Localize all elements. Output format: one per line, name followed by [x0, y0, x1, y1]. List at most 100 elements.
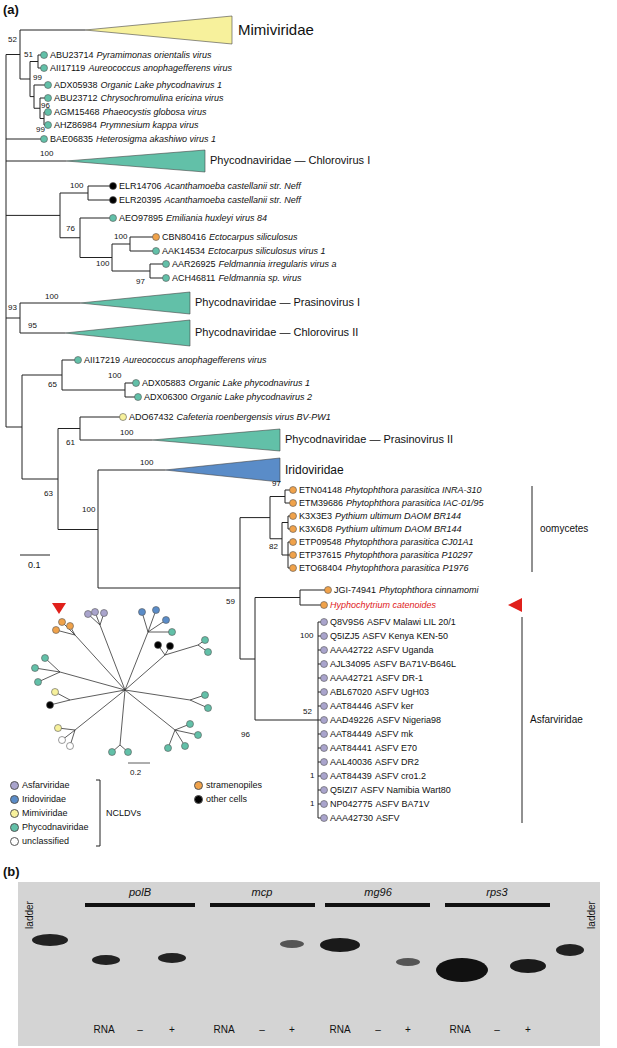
bootstrap-value: 97 — [136, 277, 145, 287]
legend-text: other cells — [206, 794, 247, 805]
accession-id: AHZ86984 — [54, 120, 97, 131]
leaf-dot — [47, 702, 54, 709]
leaf-dot — [120, 414, 127, 421]
leaf-dot — [321, 787, 328, 794]
leaf-dot — [321, 675, 328, 682]
clade-label: Phycodnaviridae — Chlorovirus I — [210, 154, 370, 167]
gel-band — [396, 958, 420, 966]
leaf-dot — [321, 801, 328, 808]
accession-id: ETP09548 — [299, 537, 342, 548]
species-name: Phytophthora parasitica IAC-01/95 — [346, 498, 484, 509]
leaf-dot — [163, 617, 170, 624]
accession-id: ADX06300 — [144, 392, 188, 403]
species-name: Phytophthora parasitica P10297 — [345, 550, 473, 561]
gel-image — [18, 882, 600, 1046]
leaf-dot — [32, 665, 39, 672]
gel-band — [32, 934, 68, 946]
leaf-dot — [321, 717, 328, 724]
strain-name: ASFV Namibia Wart80 — [361, 785, 451, 796]
leaf-dot — [290, 513, 297, 520]
accession-id: AEO97895 — [119, 213, 163, 224]
leaf-dot — [85, 611, 92, 618]
accession-id: ELR20395 — [119, 195, 162, 206]
lane-label: – — [137, 1024, 143, 1036]
leaf-dot — [187, 721, 194, 728]
species-name: Pythium ultimum DAOM BR144 — [335, 511, 461, 522]
leaf-dot — [133, 380, 140, 387]
bootstrap-value: 100 — [96, 259, 109, 269]
bootstrap-value: 51 — [24, 50, 33, 60]
leaf-dot — [290, 565, 297, 572]
accession-id: Q5IZI7 — [330, 785, 358, 796]
bootstrap-value: 100 — [108, 371, 121, 381]
accession-id: AAT84439 — [330, 771, 372, 782]
bootstrap-value: 97 — [272, 479, 281, 489]
leaf-dot — [202, 692, 209, 699]
gel-band — [320, 938, 360, 952]
leaf-dot — [321, 731, 328, 738]
clade-label: Phycodnaviridae — Prasinovirus II — [285, 433, 453, 446]
panel-letter: (a) — [3, 2, 19, 18]
accession-id: AAL40036 — [330, 757, 372, 768]
legend-swatch — [10, 837, 19, 846]
lane-label: RNA — [329, 1024, 350, 1036]
lane-label: + — [169, 1024, 175, 1036]
lane-bar — [85, 903, 195, 907]
highlighted-species: Hyphochytrium catenoides — [330, 600, 436, 611]
species-name: Ectocarpus siliculosus — [209, 232, 298, 243]
leaf-dot — [110, 215, 117, 222]
accession-id: ADX05938 — [54, 80, 98, 91]
leaf-dot — [321, 745, 328, 752]
gene-name: mg96 — [364, 886, 392, 899]
bootstrap-value: 52 — [303, 707, 312, 717]
accession-id: ADO67432 — [129, 412, 174, 423]
accession-id: ABU23712 — [54, 93, 98, 104]
collapsed-clade — [65, 320, 190, 346]
accession-id: K3X6D8 — [299, 524, 333, 535]
species-name: Aureococcus anophagefferens virus — [123, 355, 267, 366]
leaf-dot — [45, 122, 52, 129]
gene-name: mcp — [252, 886, 273, 899]
leaf-dot — [153, 248, 160, 255]
lane-label: – — [494, 1024, 500, 1036]
strain-name: ASFV Kenya KEN-50 — [363, 631, 449, 642]
leaf-dot — [109, 749, 116, 756]
accession-id: JGI-74941 — [334, 585, 376, 596]
strain-name: ASFV — [376, 813, 400, 824]
legend-text: stramenopiles — [206, 780, 262, 791]
leaf-dot — [325, 587, 332, 594]
accession-id: AAD49226 — [330, 715, 374, 726]
strain-name: ASFV Uganda — [376, 645, 434, 656]
species-name: Pythium ultimum DAOM BR144 — [336, 524, 462, 535]
lane-label: – — [375, 1024, 381, 1036]
leaf-dot — [321, 647, 328, 654]
lane-bar — [210, 903, 315, 907]
bootstrap-value: 100 — [40, 149, 53, 159]
lane-label: RNA — [93, 1024, 114, 1036]
bootstrap-value: 96 — [41, 101, 50, 111]
species-name: Acanthamoeba castellanii str. Neff — [165, 181, 301, 192]
lane-label: + — [289, 1024, 295, 1036]
bootstrap-value: 99 — [33, 73, 42, 83]
leaf-dot — [321, 773, 328, 780]
group-label: NCLDVs — [106, 808, 141, 819]
leaf-dot — [153, 607, 160, 614]
leaf-dot — [167, 643, 174, 650]
gel-band — [436, 958, 488, 982]
panel-letter: (b) — [3, 864, 20, 880]
accession-id: ADX05883 — [142, 378, 186, 389]
accession-id: ETO68404 — [299, 563, 342, 574]
accession-id: Q8V9S6 — [330, 617, 364, 628]
species-name: Phytophthora parasitica INRA-310 — [345, 485, 482, 496]
leaf-dot — [139, 609, 146, 616]
legend-swatch — [194, 781, 203, 790]
species-name: Feldmannia sp. virus — [218, 273, 301, 284]
unrooted-tree — [35, 610, 208, 763]
accession-id: ETM39686 — [299, 498, 343, 509]
leaf-dot — [41, 65, 48, 72]
leaf-dot — [290, 539, 297, 546]
legend-text: Mimiviridae — [22, 808, 68, 819]
species-name: Feldmannia irregularis virus a — [219, 259, 337, 270]
bootstrap-value: 95 — [28, 321, 37, 331]
accession-id: AAT84446 — [330, 701, 372, 712]
